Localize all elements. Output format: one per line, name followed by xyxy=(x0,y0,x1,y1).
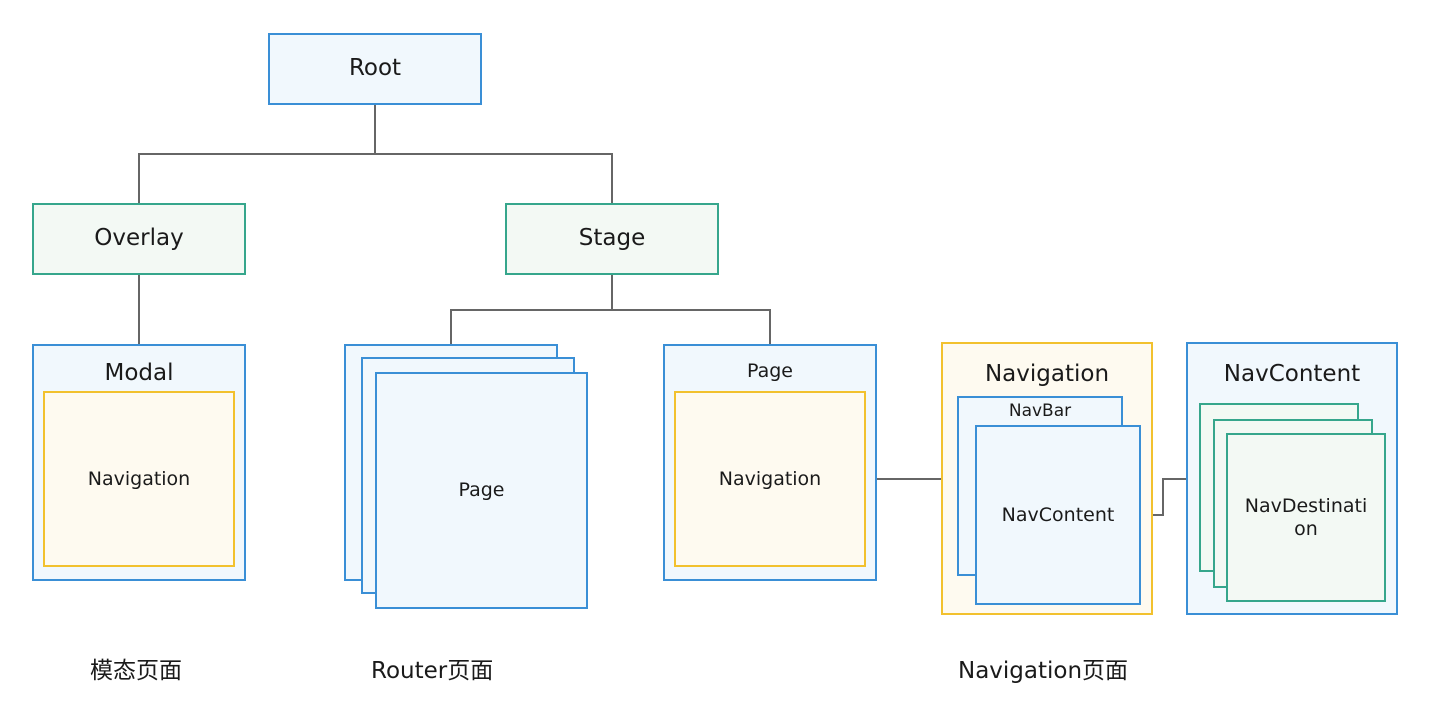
navdestination-label: NavDestination xyxy=(1244,494,1368,540)
navcontent-inner-node: NavContent xyxy=(975,425,1141,605)
navdestination-node: NavDestination xyxy=(1226,433,1386,602)
root-to-stage-connector xyxy=(375,153,613,204)
navigation-page-caption: Navigation页面 xyxy=(958,658,1129,684)
navigation-label: Navigation xyxy=(984,361,1110,387)
modal-label: Modal xyxy=(104,360,174,386)
modal-navigation-label: Navigation xyxy=(87,467,191,490)
page-navigation-node: Navigation xyxy=(674,391,866,567)
modal-page-caption: 模态页面 xyxy=(90,658,182,684)
root-to-overlay-connector xyxy=(138,104,376,204)
overlay-label: Overlay xyxy=(94,225,184,252)
stage-to-router-pages-connector xyxy=(450,274,613,345)
page-label: Page xyxy=(747,360,793,382)
stage-node: Stage xyxy=(505,203,719,275)
modal-navigation-node: Navigation xyxy=(43,391,235,567)
router-page-label: Page xyxy=(458,479,505,502)
navbar-label: NavBar xyxy=(1008,401,1072,421)
stage-label: Stage xyxy=(578,225,646,252)
page-navigation-label: Navigation xyxy=(718,467,822,490)
router-page-node: Page xyxy=(375,372,588,609)
root-node: Root xyxy=(268,33,482,105)
navcontent-inner-label: NavContent xyxy=(1001,503,1115,526)
stage-to-page-connector xyxy=(612,309,771,345)
router-page-caption: Router页面 xyxy=(371,658,494,684)
navcontent-label: NavContent xyxy=(1223,361,1361,387)
overlay-node: Overlay xyxy=(32,203,246,275)
root-label: Root xyxy=(348,55,402,82)
